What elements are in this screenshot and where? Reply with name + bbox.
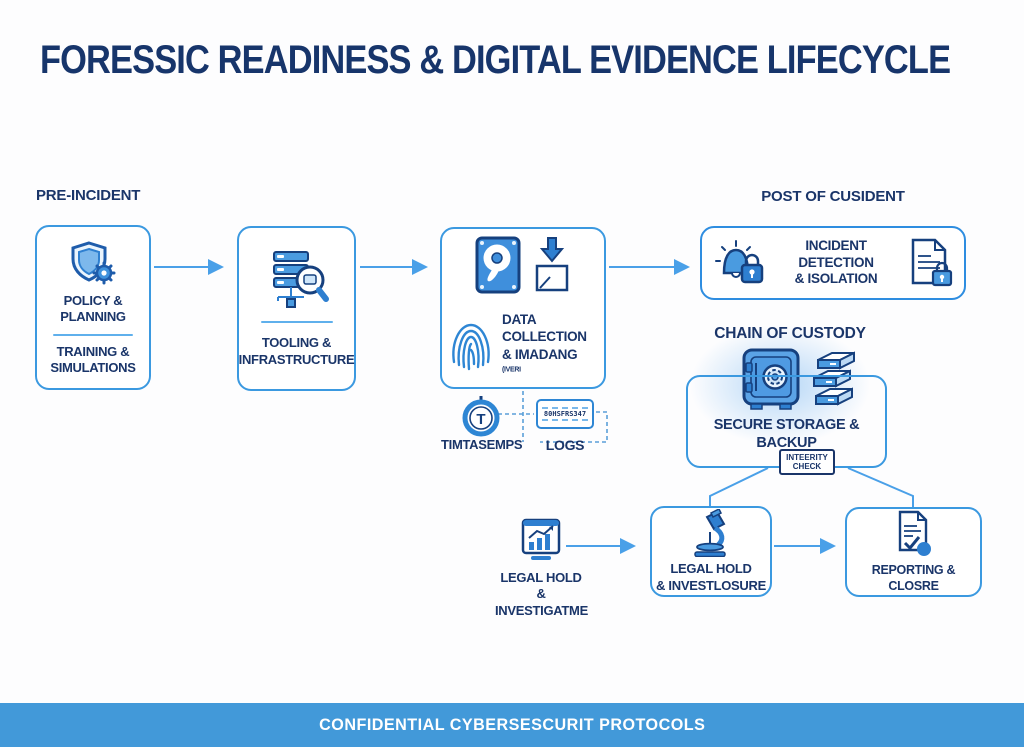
legal-hold-box: LEGAL HOLD & INVESTLOSURE (650, 506, 772, 597)
clock-timestamp-icon: T (441, 395, 521, 437)
safe-vault-icon (738, 346, 804, 412)
policy-planning-label: POLICY & PLANNING (60, 292, 126, 324)
footer-text: CONFIDENTIAL CYBERSESCURIT PROTOCOLS (318, 715, 706, 734)
server-search-icon (264, 249, 330, 311)
data-collection-label: DATA COLLECTION & IMADANG (IVERI (502, 311, 587, 374)
tooling-infrastructure-label: TOOLING & INFRASTRUCTURE (238, 335, 355, 367)
reporting-label: REPORTING & CLOSRE (871, 563, 956, 593)
log-chip-top-band (541, 407, 589, 409)
log-chip-bottom-band (541, 419, 589, 421)
legal-hold-label: LEGAL HOLD & INVESTLOSURE (656, 561, 766, 593)
footer-banner: CONFIDENTIAL CYBERSESCURIT PROTOCOLS (0, 703, 1024, 747)
data-collection-icons (474, 235, 572, 295)
shield-gear-icon (67, 239, 119, 289)
data-collection-suffix: (IVERI (502, 366, 521, 374)
microscope-icon (687, 509, 735, 558)
download-square-icon (532, 236, 572, 294)
incident-detection-label: INCIDENT DETECTION & ISOLATION (794, 237, 878, 287)
bell-lock-icon (712, 237, 766, 289)
page-title: FORESSIC READINESS & DIGITAL EVIDENCE LI… (40, 38, 951, 82)
incident-detection-box: INCIDENT DETECTION & ISOLATION (700, 226, 966, 300)
tooling-infrastructure-box: TOOLING & INFRASTRUCTURE (237, 226, 356, 391)
document-check-icon (891, 509, 937, 557)
integrity-check-tag: INTEERITY CHECK (779, 449, 835, 476)
reporting-box: REPORTING & CLOSRE (845, 507, 982, 597)
section-post-incident: POST OF CUSIDENT (761, 188, 905, 205)
logs-label: LOGS (545, 437, 585, 453)
section-pre-incident: PRE-INCIDENT (36, 187, 141, 204)
tooling-divider (260, 321, 333, 324)
training-simulations-label: TRAINING & SIMULATIONS (50, 344, 136, 376)
timestamps-label: TIMTASEMPS (441, 437, 523, 452)
fingerprint-icon (448, 320, 494, 372)
policy-divider (53, 334, 133, 336)
custody-icons (738, 346, 866, 412)
monitor-chart-icon (495, 518, 587, 564)
section-chain-of-custody: CHAIN OF CUSTODY (714, 325, 866, 342)
legal-hold-annotation-label: LEGAL HOLD & INVESTIGATME (495, 570, 588, 618)
harddrive-icon (474, 235, 522, 295)
log-chip-icon: 80HSFRS347 (536, 399, 594, 429)
svg-text:T: T (476, 411, 485, 428)
data-collection-box: DATA COLLECTION & IMADANG (IVERI (440, 227, 606, 389)
log-hash-text: 80HSFRS347 (543, 410, 587, 418)
timestamps-annotation: T TIMTASEMPS (441, 395, 523, 452)
secure-storage-label: SECURE STORAGE & BACKUP (713, 416, 860, 451)
drive-stack-icon (806, 350, 866, 410)
document-lock-icon (906, 237, 954, 289)
policy-planning-box: POLICY & PLANNING TRAINING & SIMULATIONS (35, 225, 151, 390)
legal-hold-annotation: LEGAL HOLD & INVESTIGATME (495, 518, 588, 619)
data-collection-caption: DATA COLLECTION & IMADANG (IVERI (448, 311, 598, 381)
